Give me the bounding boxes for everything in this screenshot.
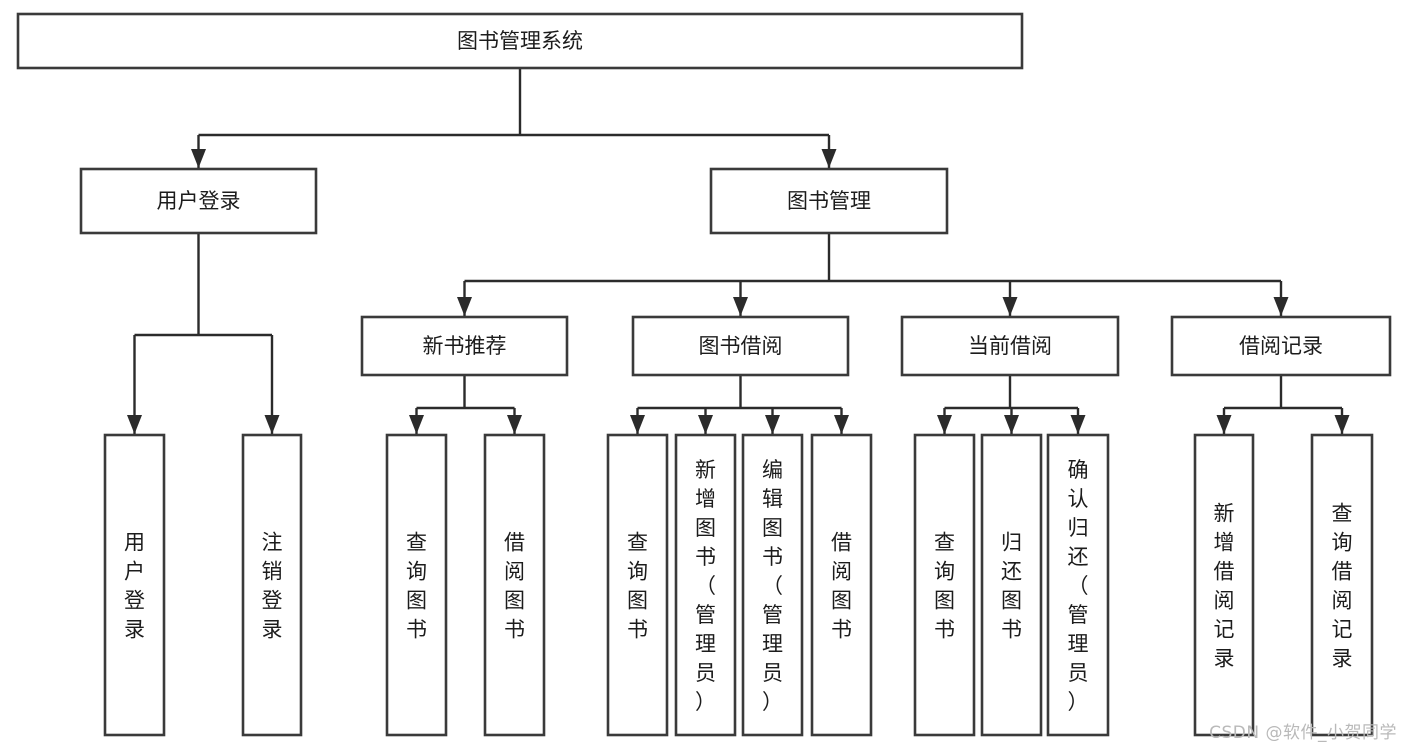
arrow-head-icon	[765, 415, 780, 434]
node-level3-label-2: 当前借阅	[968, 334, 1052, 358]
arrow-head-icon	[1004, 415, 1019, 434]
arrow-head-icon	[1273, 297, 1289, 316]
node-leaf-box-borrow-1[interactable]	[674, 433, 737, 737]
arrow-head-icon	[1002, 297, 1018, 316]
arrow-head-icon	[1216, 415, 1232, 434]
node-leaf-box-records-1[interactable]	[1310, 433, 1374, 737]
node-leaf-box-new-book-1[interactable]	[483, 433, 546, 737]
node-leaf-label-current-2: 确认归还（管理员）	[1068, 458, 1089, 714]
node-leaf-label-borrow-1: 新增图书（管理员）	[695, 458, 716, 714]
arrow-head-icon	[127, 415, 142, 434]
node-level2-label-1: 图书管理	[787, 189, 871, 213]
node-leaf-label-borrow-2: 编辑图书（管理员）	[762, 458, 783, 714]
node-level2-box-0[interactable]	[79, 167, 318, 235]
arrow-head-icon	[630, 415, 645, 434]
arrow-head-icon	[834, 415, 849, 434]
arrow-head-icon	[1334, 415, 1350, 434]
arrow-head-icon	[457, 297, 472, 316]
arrow-head-icon	[1070, 415, 1086, 434]
node-leaf-label-borrow-3: 借阅图书	[831, 531, 852, 642]
node-leaf-label-current-1: 归还图书	[1001, 531, 1022, 642]
node-root-box[interactable]	[16, 12, 1024, 70]
arrow-head-icon	[409, 415, 424, 434]
node-leaf-label-new-book-1: 借阅图书	[504, 531, 525, 642]
node-leaf-label-records-1: 查询借阅记录	[1332, 502, 1353, 671]
node-leaf-box-records-0[interactable]	[1193, 433, 1255, 737]
node-leaf-label-user-login-0: 用户登录	[124, 531, 145, 642]
node-leaf-label-current-0: 查询图书	[934, 531, 955, 642]
node-level2-label-0: 用户登录	[157, 189, 241, 213]
arrow-head-icon	[821, 149, 837, 168]
node-level3-box-2[interactable]	[900, 315, 1120, 377]
nodes-layer: 图书管理系统用户登录图书管理新书推荐图书借阅当前借阅借阅记录用户登录注销登录查询…	[16, 12, 1392, 737]
arrow-head-icon	[698, 415, 713, 434]
node-leaf-label-records-0: 新增借阅记录	[1214, 502, 1235, 671]
node-level3-label-1: 图书借阅	[699, 334, 783, 358]
node-level2-box-1[interactable]	[709, 167, 949, 235]
arrow-head-icon	[191, 149, 206, 168]
node-level3-box-3[interactable]	[1170, 315, 1392, 377]
node-leaf-box-user-login-0[interactable]	[103, 433, 166, 737]
node-leaf-box-current-2[interactable]	[1046, 433, 1110, 737]
node-level3-box-1[interactable]	[631, 315, 850, 377]
arrow-head-icon	[937, 415, 952, 434]
connectors-layer	[127, 68, 1350, 434]
node-leaf-box-borrow-3[interactable]	[810, 433, 873, 737]
node-leaf-box-borrow-0[interactable]	[606, 433, 669, 737]
node-level3-label-3: 借阅记录	[1239, 334, 1323, 358]
node-leaf-label-user-login-1: 注销登录	[262, 531, 283, 642]
node-leaf-box-new-book-0[interactable]	[385, 433, 448, 737]
node-level3-label-0: 新书推荐	[423, 334, 507, 358]
node-level3-box-0[interactable]	[360, 315, 569, 377]
arrow-head-icon	[264, 415, 280, 434]
node-leaf-label-new-book-0: 查询图书	[406, 531, 427, 642]
node-root-label: 图书管理系统	[457, 29, 583, 53]
node-leaf-label-borrow-0: 查询图书	[627, 531, 648, 642]
node-leaf-box-current-1[interactable]	[980, 433, 1043, 737]
arrow-head-icon	[507, 415, 522, 434]
node-leaf-box-user-login-1[interactable]	[241, 433, 303, 737]
node-leaf-box-borrow-2[interactable]	[741, 433, 804, 737]
arrow-head-icon	[733, 297, 748, 316]
node-leaf-box-current-0[interactable]	[913, 433, 976, 737]
